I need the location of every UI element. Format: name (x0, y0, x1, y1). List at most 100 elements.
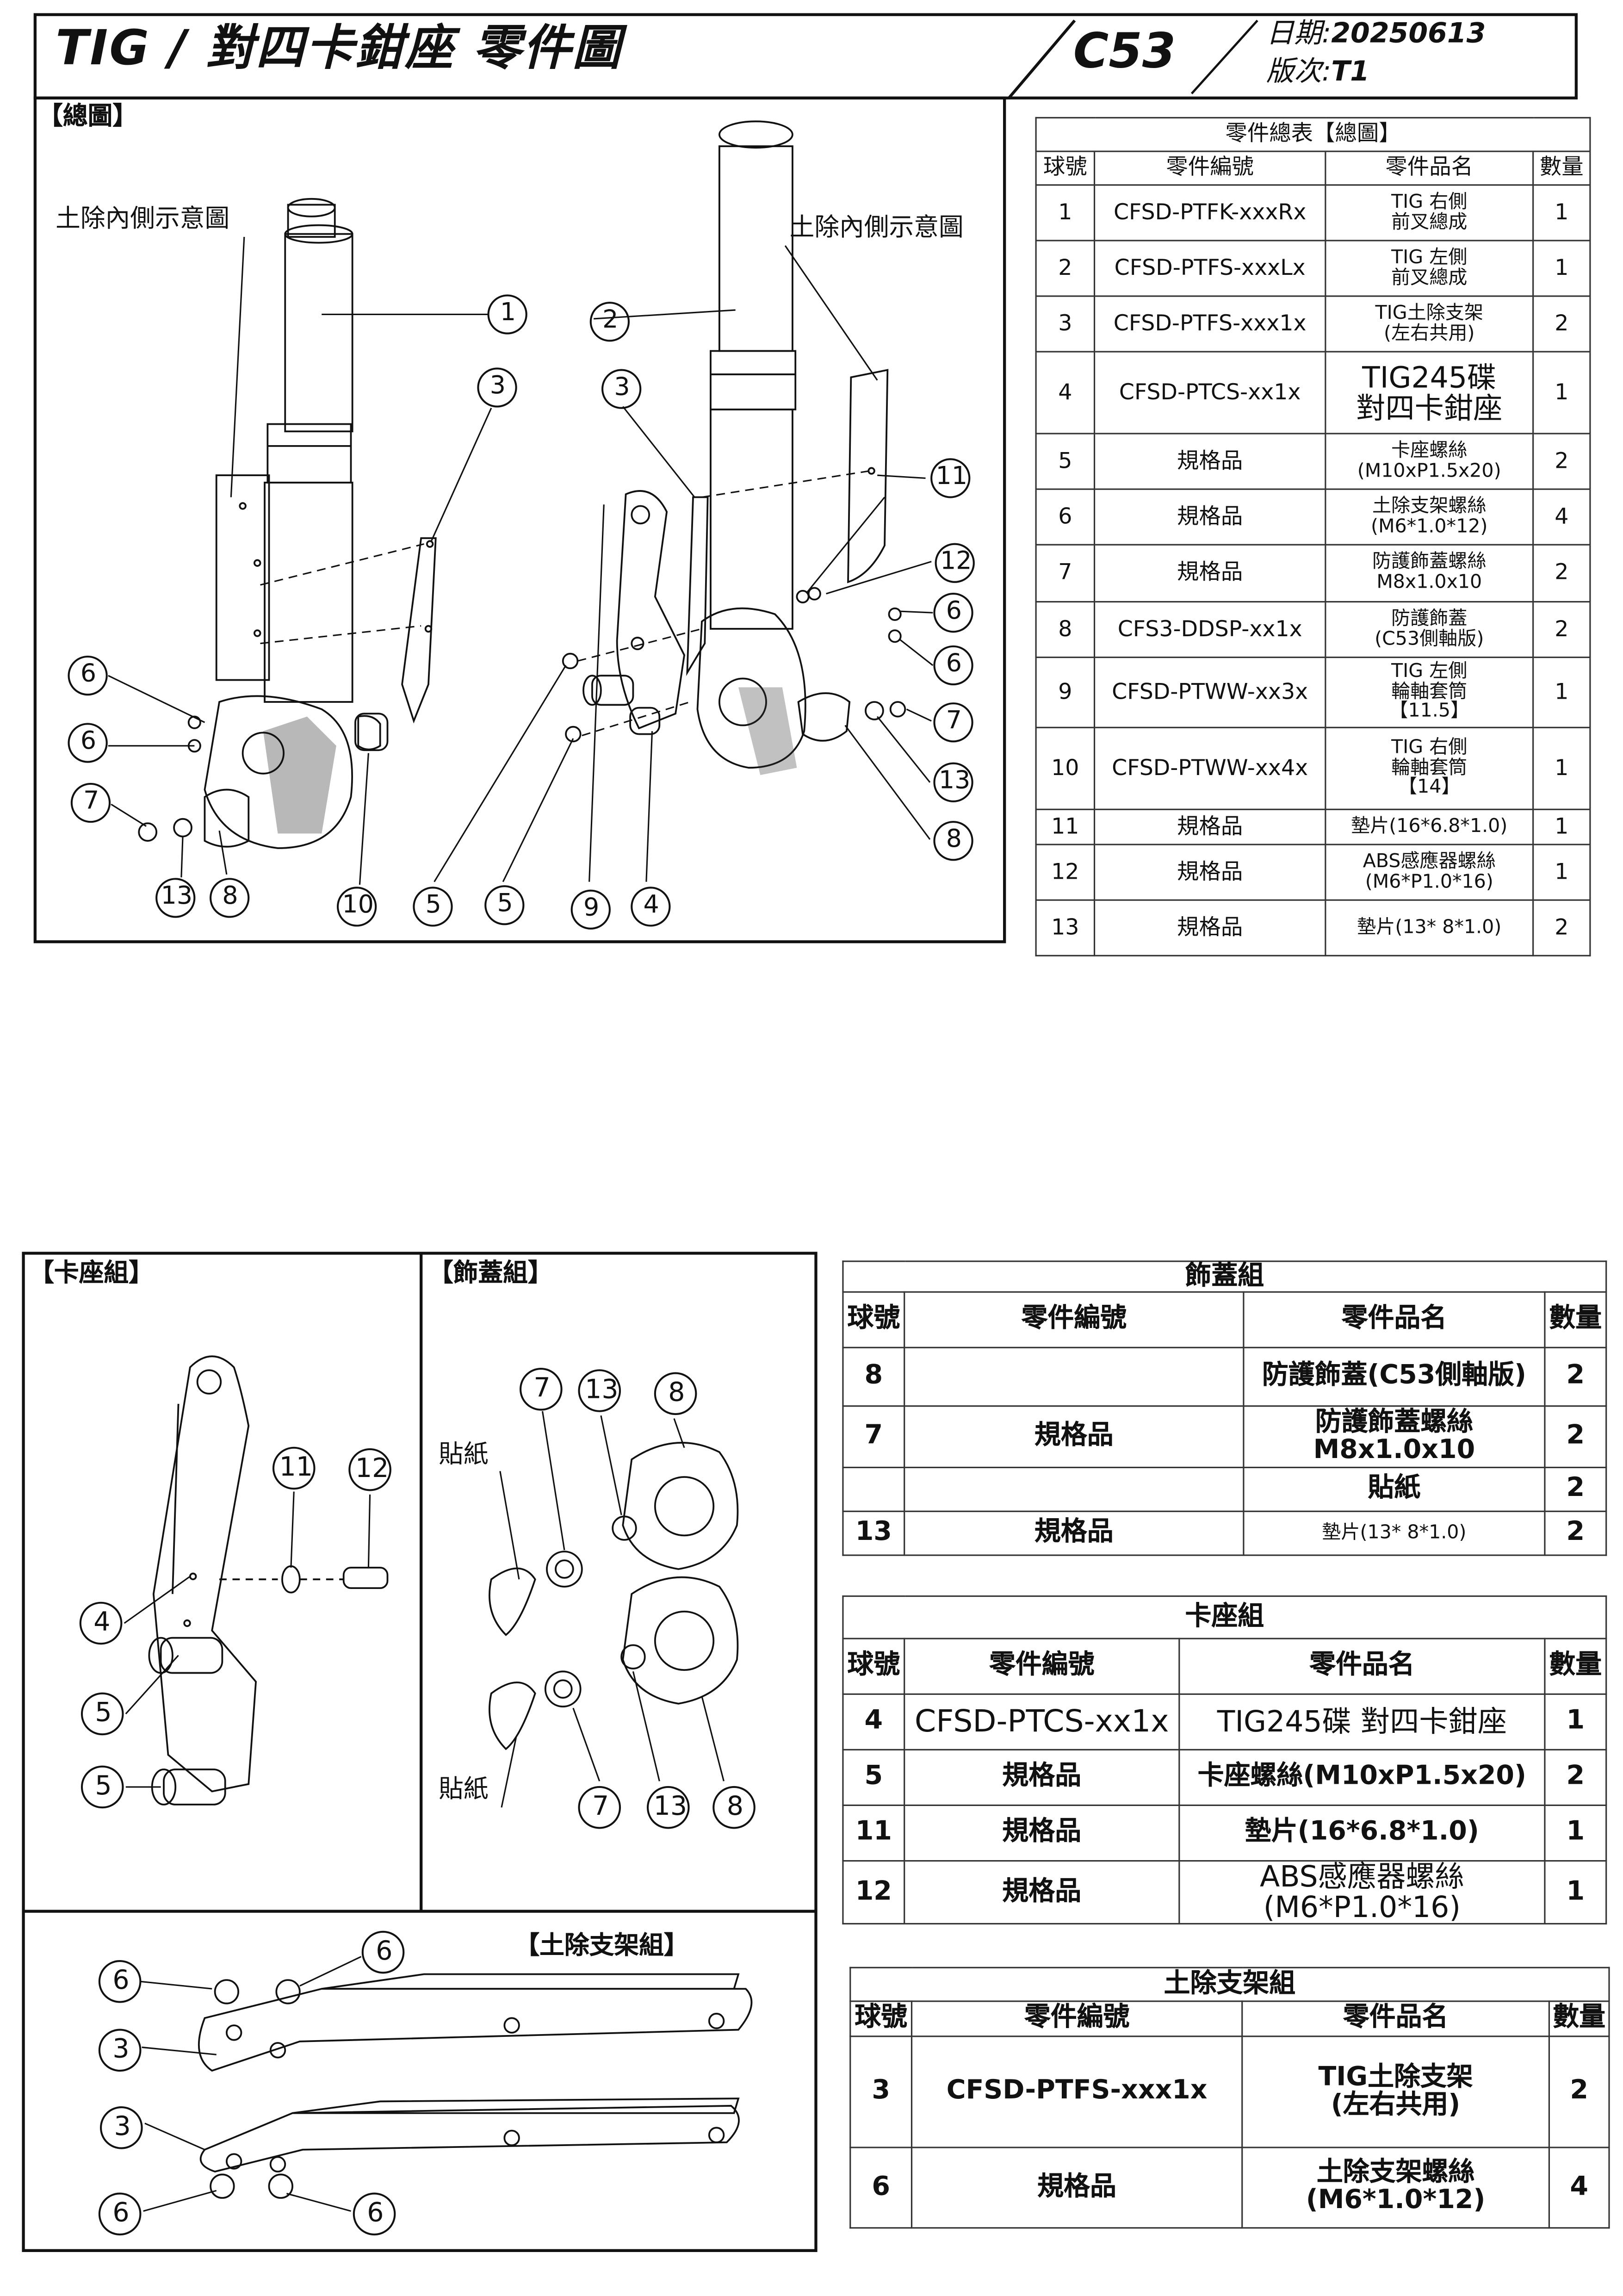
cell-name: ABS感應器螺絲(M6*P1.0*16) (1325, 844, 1534, 901)
cell-name: 卡座螺絲(M10xP1.5x20) (1325, 433, 1534, 490)
caliper-group-title: 【卡座組】 (29, 1259, 154, 1289)
model-code: C53 (1073, 22, 1176, 79)
cell-name-line: 防護飾蓋 (1391, 608, 1468, 630)
cell-name: 卡座螺絲(M10xP1.5x20) (1178, 1749, 1546, 1806)
callout-5: 5 (95, 1698, 112, 1729)
callout-5: 5 (425, 890, 441, 920)
col-header-name: 零件品名 (1178, 1638, 1546, 1695)
cell-name-line: 前叉總成 (1391, 267, 1468, 289)
callout-circles (68, 294, 975, 2236)
cell-name-line: 輪軸套筒 (1391, 681, 1468, 703)
cell-name-line: 對四卡鉗座 (1356, 390, 1503, 425)
callout-3: 3 (489, 371, 506, 401)
cell-no: 12 (842, 1860, 905, 1925)
col-header-code: 零件編號 (904, 1291, 1245, 1348)
mudguard-group-title: 【土除支架組】 (514, 1931, 689, 1961)
cell-name-line: (M10xP1.5x20) (1357, 459, 1501, 482)
callout-6: 6 (946, 649, 962, 679)
cell-name: 防護飾蓋(C53側軸版) (1325, 601, 1534, 658)
cell-no: 4 (842, 1693, 905, 1750)
cell-name-line: 土除支架螺絲 (1316, 2157, 1475, 2188)
cell-qty: 2 (1548, 2035, 1610, 2148)
cover-table-caption: 飾蓋組 (842, 1260, 1607, 1293)
callout-3: 3 (112, 2034, 130, 2065)
cell-name: 墊片(16*6.8*1.0) (1325, 808, 1534, 845)
callout-6: 6 (946, 596, 962, 626)
cell-no: 6 (1035, 488, 1096, 546)
cell-name-line: TIG土除支架 (1318, 2061, 1473, 2092)
cell-no: 13 (842, 1510, 905, 1556)
cell-name-line: 墊片(16*6.8*1.0) (1351, 815, 1508, 838)
cell-name: TIG 左側輪軸套筒【11.5】 (1325, 657, 1534, 728)
main-table-caption: 零件總表【總圖】 (1035, 117, 1591, 152)
date-value: 20250613 (1331, 17, 1486, 50)
cell-name: TIG 左側前叉總成 (1325, 240, 1534, 297)
cell-name-line: 貼紙 (1368, 1472, 1421, 1503)
cell-name: 土除支架螺絲(M6*1.0*12) (1241, 2147, 1550, 2229)
cell-no: 13 (1035, 899, 1096, 956)
cell-name-line: 輪軸套筒 (1391, 757, 1468, 779)
cell-name: 墊片(13* 8*1.0) (1243, 1510, 1546, 1556)
mudguard-table-caption: 土除支架組 (849, 1967, 1610, 2002)
cell-name: ABS感應器螺絲(M6*P1.0*16) (1178, 1860, 1546, 1925)
cell-code: CFSD-PTFS-xxx1x (1093, 295, 1326, 353)
cell-no (842, 1466, 905, 1512)
cell-name-line: 墊片(13* 8*1.0) (1322, 1521, 1467, 1544)
col-header-code: 零件編號 (904, 1638, 1180, 1695)
version-label: 版次: (1266, 56, 1332, 88)
callout-6: 6 (80, 659, 97, 689)
cell-no: 2 (1035, 240, 1096, 297)
callout-12: 12 (355, 1453, 389, 1484)
callout-7: 7 (533, 1373, 551, 1404)
cell-name-line: TIG 左側 (1391, 247, 1468, 269)
cell-qty: 1 (1544, 1804, 1607, 1862)
cell-name-line: (M6*1.0*12) (1371, 515, 1488, 538)
cell-name-line: (M6*P1.0*16) (1263, 1889, 1461, 1925)
callout-6: 6 (112, 2198, 130, 2229)
cell-name-line: 卡座螺絲 (1391, 440, 1468, 462)
cell-no: 1 (1035, 184, 1096, 242)
cell-no: 3 (849, 2035, 913, 2148)
cell-code: CFSD-PTFS-xxxLx (1093, 240, 1326, 297)
cell-code: CFSD-PTFK-xxxRx (1093, 184, 1326, 242)
cell-qty: 4 (1548, 2147, 1610, 2229)
col-header-qty: 數量 (1532, 150, 1591, 186)
cell-code: CFSD-PTWW-xx4x (1093, 726, 1326, 810)
cell-name-line: 墊片(16*6.8*1.0) (1245, 1816, 1479, 1847)
callout-11: 11 (935, 462, 968, 491)
col-header-no: 球號 (849, 2000, 913, 2037)
cell-name-line: 墊片(13* 8*1.0) (1357, 916, 1502, 938)
callout-13: 13 (585, 1374, 619, 1406)
callout-8: 8 (946, 825, 962, 854)
cell-qty: 4 (1532, 488, 1591, 546)
cell-name-line: TIG土除支架 (1375, 302, 1483, 325)
cover-group-title: 【飾蓋組】 (428, 1259, 553, 1289)
cell-qty: 2 (1544, 1749, 1607, 1806)
cell-no: 7 (1035, 544, 1096, 603)
left-fork-drawing (138, 198, 437, 849)
cell-no: 5 (1035, 433, 1096, 490)
cell-name-line: (M6*P1.0*16) (1365, 870, 1493, 893)
callout-7: 7 (83, 787, 99, 816)
drawing-title: TIG / 對四卡鉗座 零件圖 (56, 19, 622, 76)
cell-name: TIG245碟 對四卡鉗座 (1178, 1693, 1546, 1750)
cell-qty: 2 (1532, 544, 1591, 603)
cell-qty: 2 (1532, 899, 1591, 956)
callout-6: 6 (367, 2198, 384, 2229)
cell-qty: 2 (1544, 1466, 1607, 1512)
cell-name-line: TIG 左側 (1391, 661, 1468, 683)
